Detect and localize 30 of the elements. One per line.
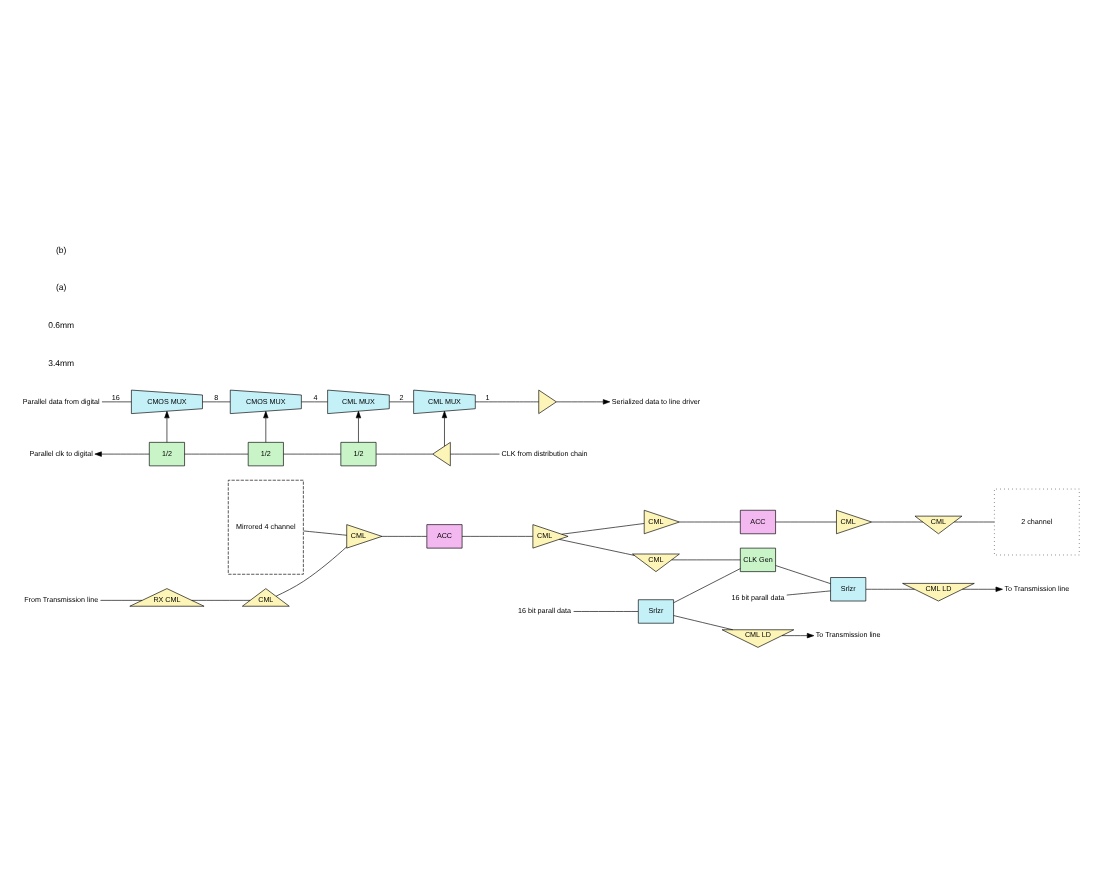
connector: [184, 452, 249, 454]
connector: [461, 535, 534, 536]
connector: [786, 589, 831, 595]
node-triangle: [432, 441, 451, 466]
connector: [191, 599, 251, 600]
arrow: [781, 632, 815, 638]
arrow: [962, 585, 1003, 591]
connector: [381, 535, 428, 536]
connector: [475, 400, 539, 402]
connector: [775, 564, 831, 583]
connector: [673, 567, 741, 603]
arrow: [441, 409, 448, 446]
arrow: [263, 410, 269, 442]
connector: [275, 545, 347, 596]
connector: [202, 400, 231, 402]
connector: [561, 522, 645, 534]
node-triangle: [538, 388, 557, 413]
connector: [301, 400, 328, 402]
connector: [100, 599, 143, 600]
connector: [671, 558, 741, 560]
arrow: [355, 410, 362, 442]
connector: [558, 538, 635, 555]
connector: [775, 520, 837, 522]
connector: [573, 610, 639, 611]
arrow: [94, 450, 150, 456]
connector: [673, 614, 734, 630]
connector: [303, 529, 348, 535]
arrow: [164, 410, 170, 442]
arrow: [556, 398, 611, 404]
connector: [283, 452, 342, 454]
